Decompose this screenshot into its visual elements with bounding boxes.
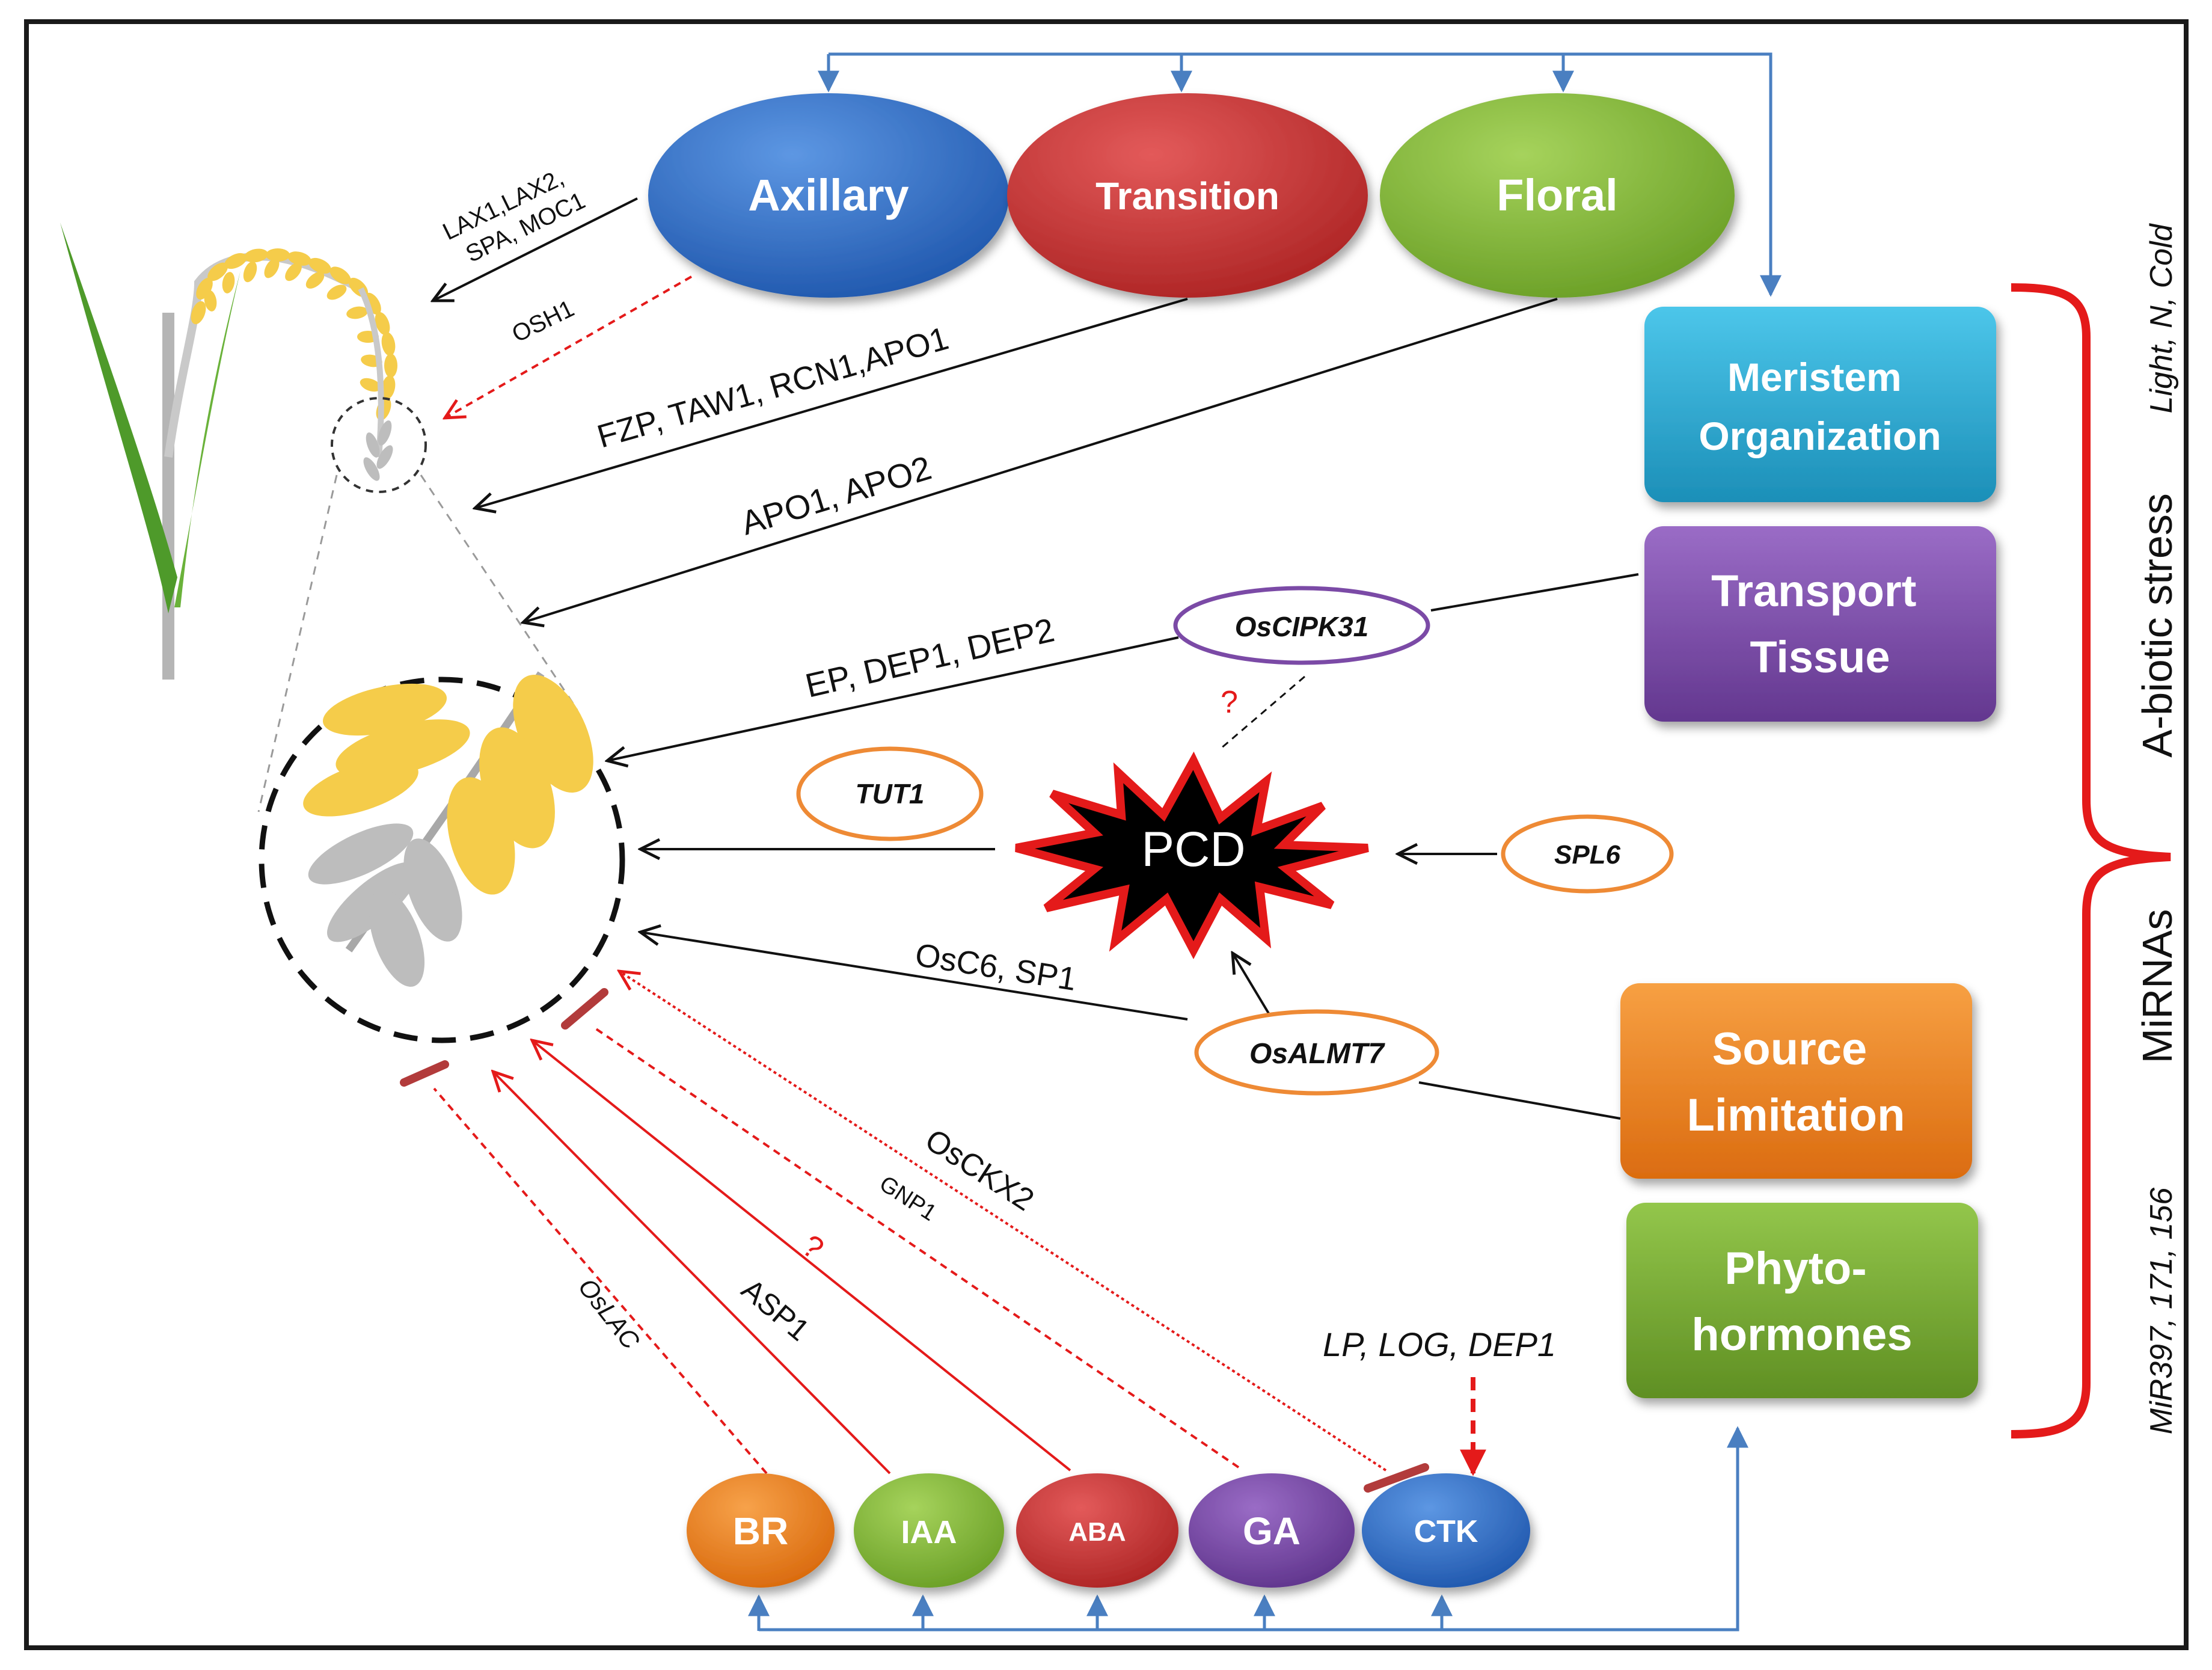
spl6-node [1501, 814, 1674, 894]
meristem-organization-box [1644, 307, 1996, 502]
ctk-node [1362, 1473, 1530, 1588]
tut1-label: TUT1 [856, 778, 925, 809]
top-feedback-connector [818, 52, 1782, 297]
osalmt7-node [1194, 1009, 1439, 1096]
ga-node [1189, 1473, 1355, 1588]
transition-label: Transition [1095, 174, 1279, 218]
apo-genes-label: APO1, APO2 [737, 449, 936, 542]
iaa-label: IAA [901, 1514, 957, 1550]
axillary-node [648, 93, 1009, 298]
oslac-label: OsLAC [573, 1273, 646, 1355]
osh1-label: OSH1 [508, 295, 578, 348]
oscipk31-node [1173, 586, 1430, 665]
hormone-regulation-lines [433, 971, 1486, 1476]
iaa-node [854, 1473, 1004, 1588]
source-limitation-label: Source Limitation [1687, 1024, 1905, 1141]
mirnas-label: MiRNAs [2134, 909, 2181, 1064]
asp1-label: ASP1 [735, 1272, 816, 1348]
floral-node [1380, 93, 1735, 298]
transport-tissue-box [1644, 526, 1996, 722]
question-mark-pcd: ? [1221, 685, 1238, 720]
ga-label: GA [1243, 1509, 1301, 1553]
question-mark-aba: ? [795, 1228, 830, 1266]
gnp1-label: GNP1 [875, 1171, 941, 1226]
phytohormones-label: Phyto- hormones [1691, 1243, 1912, 1360]
br-node [687, 1473, 835, 1588]
ctk-label: CTK [1414, 1514, 1478, 1549]
figure-frame [24, 19, 2189, 1650]
phytohormones-box [1626, 1203, 1978, 1398]
regulation-arrows [433, 197, 1639, 1120]
osh1-arrow [445, 275, 692, 418]
meristem-organization-label: Meristem Organization [1699, 355, 1941, 458]
stress-brace [2011, 283, 2171, 1438]
source-limitation-box [1620, 983, 1972, 1179]
oscipk31-label: OsCIPK31 [1235, 611, 1368, 642]
inhibition-bars [400, 988, 1429, 1493]
fzp-genes-label: FZP, TAW1, RCN1,APO1 [593, 320, 952, 455]
br-label: BR [733, 1509, 788, 1553]
pcd-label: PCD [1141, 822, 1245, 877]
lax-genes-label: LAX1,LAX2, SPA, MOC1 [439, 160, 590, 272]
transition-node [1007, 93, 1368, 298]
pcd-burst [1015, 751, 1369, 959]
oscipk31-pcd-link [1220, 675, 1305, 750]
axillary-label: Axillary [748, 170, 908, 220]
tut1-node [796, 746, 984, 841]
rice-plant-illustration [60, 223, 578, 812]
bottom-feedback-connector [748, 1426, 1748, 1632]
lp-genes-label: LP, LOG, DEP1 [1323, 1325, 1556, 1363]
osalmt7-label: OsALMT7 [1249, 1038, 1385, 1070]
abiotic-stress-label: A-biotic stress [2134, 493, 2181, 758]
conditions-label: Light, N, Cold [2144, 223, 2179, 413]
spl6-label: SPL6 [1554, 840, 1621, 870]
floral-label: Floral [1497, 170, 1617, 220]
mir-numbers-label: MiR397, 171, 156 [2144, 1188, 2179, 1435]
spikelet-zoom [259, 671, 625, 1043]
transport-tissue-label: Transport Tissue [1711, 566, 1929, 682]
aba-label: ABA [1068, 1517, 1126, 1547]
aba-node [1016, 1473, 1178, 1588]
